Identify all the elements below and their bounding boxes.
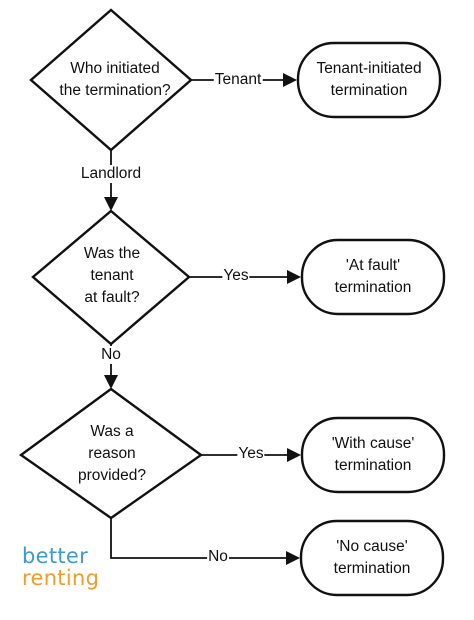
text-line: Tenant-initiated — [316, 60, 422, 77]
text-line: provided? — [77, 467, 147, 484]
result-tenant-initiated — [296, 41, 442, 119]
text-line: at fault? — [84, 289, 140, 306]
logo-word-renting: renting — [22, 566, 100, 590]
decision-reason — [18, 387, 204, 520]
result-at-fault — [300, 238, 446, 316]
text-line: termination — [333, 560, 411, 577]
result-at-fault-text: 'At fault' termination — [335, 255, 412, 299]
arrowhead — [287, 270, 301, 284]
text-line: reason — [88, 445, 136, 462]
text-line: the termination? — [59, 82, 171, 99]
arrowhead — [104, 197, 118, 211]
result-with-cause — [300, 416, 446, 494]
arrowhead — [283, 73, 297, 87]
edge-label-no-fault: No — [100, 346, 122, 364]
edge-label-no-reason: No — [207, 548, 229, 566]
result-no-cause — [299, 519, 445, 597]
text-line: Who initiated — [70, 60, 160, 77]
text-line: Was a — [90, 423, 134, 440]
text-line: Was the — [83, 245, 141, 262]
text-line: 'With cause' — [331, 435, 415, 452]
edge-label-tenant: Tenant — [213, 71, 263, 89]
edge-label-yes-fault: Yes — [222, 267, 250, 285]
text-line: termination — [330, 82, 408, 99]
result-no-cause-text: 'No cause' termination — [334, 536, 411, 580]
decision-reason-text: Was a reason provided? — [78, 421, 146, 487]
result-tenant-initiated-text: Tenant-initiated termination — [316, 58, 421, 102]
text-line: termination — [334, 457, 412, 474]
decision-initiator — [29, 8, 193, 152]
text-line: 'No cause' — [336, 538, 408, 555]
better-renting-logo: better renting — [22, 545, 99, 589]
result-with-cause-text: 'With cause' termination — [332, 433, 415, 477]
text-line: termination — [334, 279, 412, 296]
connector-no-reason — [110, 518, 286, 559]
text-line: tenant — [90, 267, 134, 284]
arrowhead — [286, 551, 300, 565]
text-line: 'At fault' — [345, 257, 401, 274]
decision-fault — [31, 209, 191, 346]
edge-label-yes-reason: Yes — [237, 445, 265, 463]
logo-word-better: better — [22, 544, 89, 568]
decision-fault-text: Was the tenant at fault? — [84, 243, 140, 309]
arrowhead — [104, 375, 118, 389]
edge-label-landlord: Landlord — [79, 165, 143, 183]
arrowhead — [287, 448, 301, 462]
decision-initiator-text: Who initiated the termination? — [59, 58, 170, 102]
